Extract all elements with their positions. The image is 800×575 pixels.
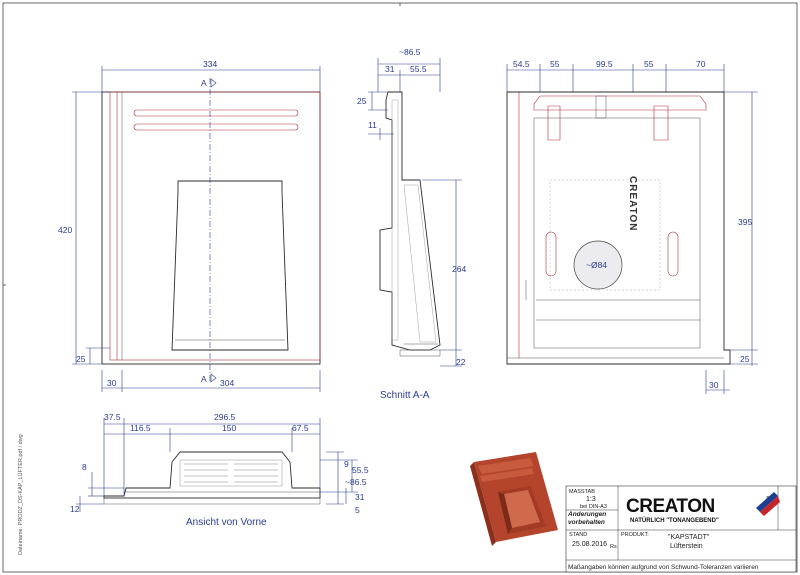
dim-elev-67: 67.5 <box>292 423 309 433</box>
section-view: ~86.5 31 55.5 25 11 264 22 Schnitt A-A <box>357 47 466 401</box>
dim-bottom-offset: 25 <box>76 354 86 364</box>
dim-back-395: 395 <box>738 217 752 227</box>
back-brand-mark: CREATON <box>627 176 638 232</box>
section-marker-top: A <box>201 78 207 88</box>
brand-logo: CREATON <box>626 496 715 517</box>
product-label: PRODUKT: <box>621 532 649 538</box>
footer-note: Maßangaben können aufgrund von Schwund-T… <box>568 564 759 571</box>
dim-elev-9: 9 <box>344 459 349 469</box>
dim-section-depth: ~86.5 <box>399 47 421 57</box>
product-sub: Lüfterstein <box>670 543 703 550</box>
title-block: MASSTAB 1:3 bei DIN-A3 Änderungen vorbeh… <box>565 485 797 573</box>
elevation-title: Ansicht von Vorne <box>186 517 267 528</box>
dim-back-55b: 55 <box>644 59 654 69</box>
stand-value: 25.08.2016 <box>572 541 607 548</box>
dim-back-54: 54.5 <box>513 59 530 69</box>
dim-section-22: 22 <box>456 357 466 367</box>
dim-elev-12: 12 <box>70 504 80 514</box>
back-view: ~Ø84 CREATON 54.5 55 99.5 55 70 395 25 3… <box>506 59 758 394</box>
dim-elev-116: 116.5 <box>130 423 151 433</box>
scale-note: bei DIN-A3 <box>580 504 607 510</box>
dim-elev-37: 37.5 <box>104 412 121 422</box>
side-file-label: Dateiname: PRODZ_DS-KAP_LÜFTER.pdf / dwg <box>17 434 24 555</box>
dim-section-55: 55.5 <box>410 64 427 74</box>
dim-width-bottom: 304 <box>220 378 234 388</box>
dim-section-264: 264 <box>452 264 466 274</box>
dim-section-25: 25 <box>357 96 367 106</box>
front-view: A A 334 420 25 30 304 <box>58 59 321 392</box>
stand-label: STAND <box>569 532 587 538</box>
opening-circle <box>573 240 623 290</box>
dim-elev-8: 8 <box>82 462 87 472</box>
dim-elev-150: 150 <box>222 423 236 433</box>
dim-elev-55: 55.5 <box>352 465 369 475</box>
dim-elev-296: 296.5 <box>214 412 236 422</box>
dim-section-11: 11 <box>368 120 377 130</box>
opening-label: ~Ø84 <box>586 260 607 270</box>
dim-back-30: 30 <box>709 380 719 390</box>
dim-elev-86: ~86.5 <box>345 477 367 487</box>
dim-width-top: 334 <box>203 59 217 69</box>
section-title: Schnitt A-A <box>380 390 430 401</box>
dim-back-55a: 55 <box>550 59 560 69</box>
dim-elev-31: 31 <box>355 492 365 502</box>
dim-back-25: 25 <box>740 354 750 364</box>
stand-code: Rs <box>610 544 617 550</box>
brand-slogan: NATÜRLICH "TONANGEBEND" <box>630 517 719 524</box>
brand-swoosh-icon <box>756 492 780 516</box>
scale-value: 1:3 <box>586 496 596 503</box>
dim-left-offset: 30 <box>107 378 117 388</box>
product-name: "KAPSTADT" <box>668 534 710 541</box>
dim-section-31: 31 <box>385 64 395 74</box>
front-elevation: 37.5 296.5 116.5 150 67.5 8 12 ~86.5 9 5… <box>70 412 369 528</box>
section-marker-bottom: A <box>201 374 207 384</box>
dim-back-70: 70 <box>696 59 706 69</box>
dim-elev-5: 5 <box>355 505 360 515</box>
product-render <box>470 452 558 546</box>
changes-note: Änderungen vorbehalten <box>568 511 607 526</box>
dim-height: 420 <box>58 225 72 235</box>
scale-label: MASSTAB <box>569 489 595 495</box>
dim-back-99: 99.5 <box>596 59 613 69</box>
